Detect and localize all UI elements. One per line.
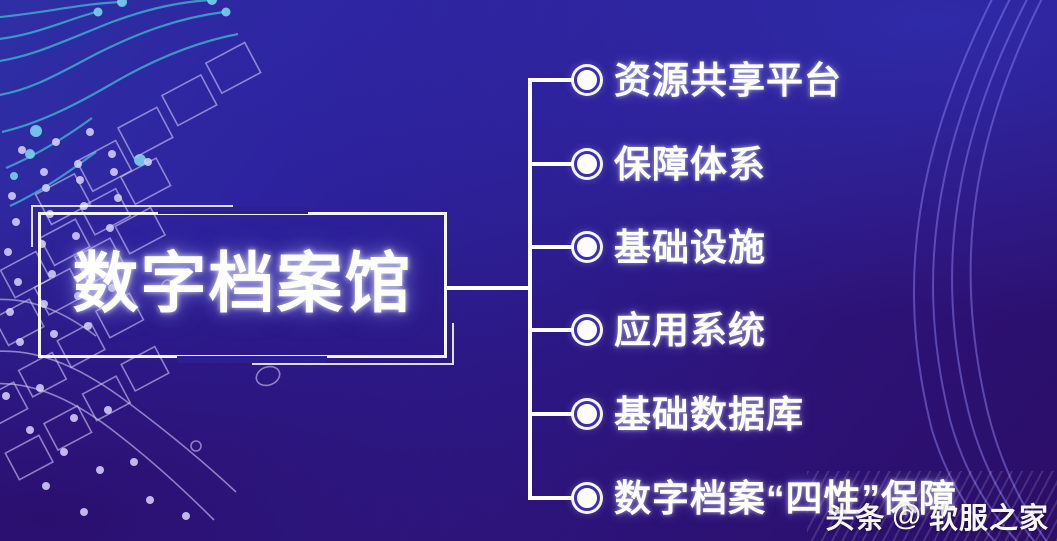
branch-item-1[interactable]: 资源共享平台 (614, 57, 842, 103)
branch-node-bullet-1 (574, 67, 600, 93)
title-card-notch-bottom (177, 356, 327, 363)
watermark-account: 软服之家 (928, 503, 1049, 535)
branch-item-6[interactable]: 数字档案“四性”保障 (614, 475, 957, 521)
watermark: 头条 @ 软服之家 (826, 495, 1050, 537)
branch-node-bullet-2 (574, 151, 600, 177)
watermark-platform: 头条 (825, 503, 886, 535)
branch-item-3[interactable]: 基础设施 (614, 224, 766, 270)
branch-node-bullet-3 (574, 234, 600, 260)
branch-node-bullet-4 (574, 317, 600, 343)
branch-item-label-6: 数字档案“四性”保障 (614, 477, 957, 519)
branch-item-label-2: 保障体系 (614, 143, 766, 185)
main-title-card: 数字档案馆 (31, 205, 454, 365)
watermark-at-icon: @ (891, 499, 923, 532)
title-card-notch-top (158, 207, 308, 214)
branch-item-4[interactable]: 应用系统 (614, 307, 766, 353)
branch-item-label-3: 基础设施 (614, 226, 766, 268)
branch-node-bullet-6 (574, 485, 600, 511)
branch-node-bullet-5 (574, 401, 600, 427)
branch-item-label-5: 基础数据库 (614, 393, 804, 435)
branch-item-label-4: 应用系统 (614, 309, 766, 351)
branch-item-2[interactable]: 保障体系 (614, 141, 766, 187)
branch-item-5[interactable]: 基础数据库 (614, 391, 804, 437)
page-title: 数字档案馆 (72, 246, 413, 320)
branch-item-label-1: 资源共享平台 (614, 59, 842, 101)
